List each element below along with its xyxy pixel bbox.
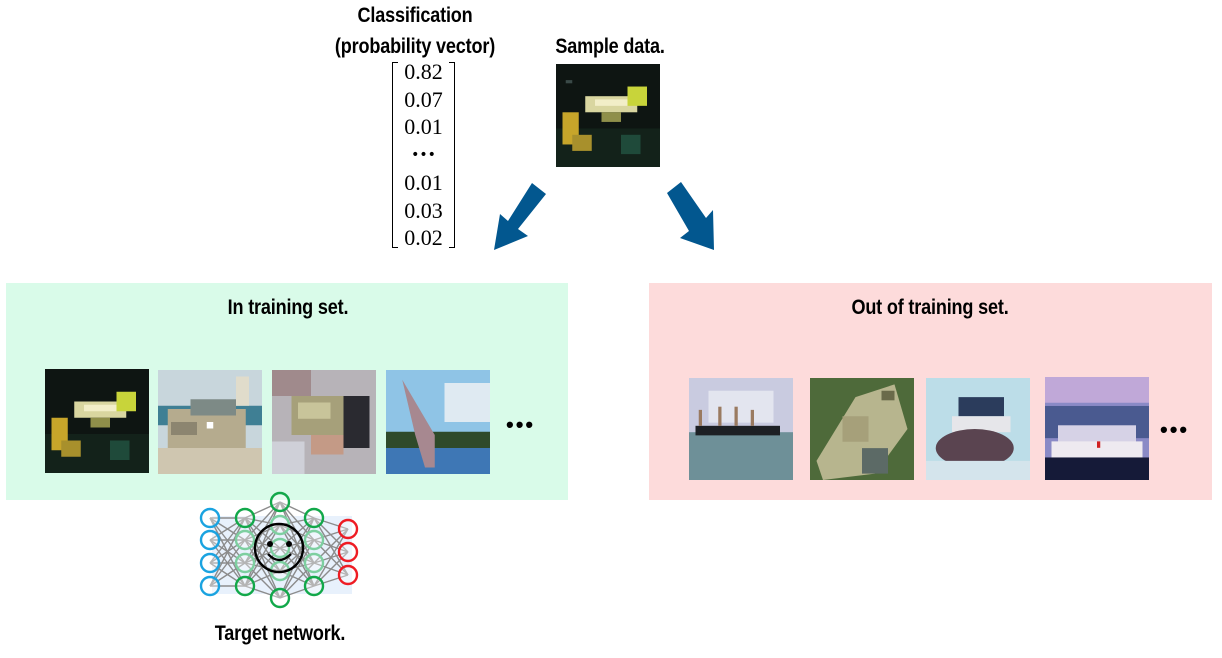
in-training-ellipsis: ••• bbox=[506, 412, 536, 437]
network-connection bbox=[244, 501, 281, 564]
network-connection bbox=[279, 501, 315, 519]
network-connection bbox=[244, 501, 281, 587]
smiley-face-icon bbox=[253, 522, 305, 574]
hidden-node bbox=[303, 552, 325, 574]
vector-value: 0.03 bbox=[404, 198, 443, 223]
vector-value: 0.01 bbox=[404, 170, 443, 195]
input-node bbox=[199, 507, 221, 529]
network-connection bbox=[279, 539, 315, 572]
out-training-ellipsis: ••• bbox=[1160, 417, 1190, 442]
network-connection bbox=[244, 524, 281, 587]
network-connection bbox=[244, 539, 281, 599]
target-network-label: Target network. bbox=[214, 622, 346, 645]
hidden-node bbox=[269, 537, 291, 559]
hidden-node bbox=[234, 552, 256, 574]
network-connection bbox=[279, 562, 315, 572]
hidden-node bbox=[269, 587, 291, 609]
network-connection bbox=[244, 570, 281, 587]
sample-data-label: Sample data. bbox=[555, 35, 665, 58]
network-connection bbox=[209, 562, 246, 587]
network-connection bbox=[313, 528, 349, 587]
arrow-to-out-training bbox=[667, 182, 714, 250]
vector-value: 0.01 bbox=[404, 114, 443, 139]
network-connection bbox=[244, 585, 281, 599]
hidden-node bbox=[303, 575, 325, 597]
hidden-node bbox=[234, 575, 256, 597]
out-image-ship-3 bbox=[1045, 377, 1149, 480]
vector-value: 0.82 bbox=[404, 59, 443, 84]
out-image-frog bbox=[810, 378, 914, 480]
left-bracket bbox=[392, 62, 398, 248]
right-bracket bbox=[449, 62, 455, 248]
network-connection bbox=[279, 517, 315, 599]
network-connection bbox=[279, 517, 315, 572]
network-connection bbox=[313, 528, 349, 541]
out-image-ship bbox=[689, 378, 793, 480]
probability-vector: 0.82 0.07 0.01 ••• 0.01 0.03 0.02 bbox=[392, 59, 455, 250]
training-image-car bbox=[158, 370, 262, 474]
arrow-to-in-training bbox=[494, 183, 546, 250]
network-connection bbox=[313, 517, 349, 530]
output-node bbox=[337, 541, 359, 563]
classification-title: Classification bbox=[357, 4, 473, 27]
in-training-set-title: In training set. bbox=[227, 296, 349, 319]
hidden-node bbox=[303, 529, 325, 551]
out-of-training-set-title: Out of training set. bbox=[851, 296, 1009, 319]
vector-ellipsis: ••• bbox=[411, 147, 436, 163]
output-node bbox=[337, 564, 359, 586]
hidden-node bbox=[269, 491, 291, 513]
network-connection bbox=[209, 517, 246, 587]
network-connection bbox=[279, 585, 315, 599]
training-image-frog bbox=[45, 369, 149, 473]
network-connection bbox=[244, 517, 281, 599]
training-image-sailboat bbox=[386, 370, 490, 474]
input-node bbox=[199, 529, 221, 551]
network-connection bbox=[209, 517, 246, 541]
sample-frog-image bbox=[556, 64, 660, 167]
network-connection bbox=[279, 570, 315, 587]
hidden-node bbox=[234, 529, 256, 551]
hidden-node bbox=[234, 507, 256, 529]
vector-value: 0.02 bbox=[404, 225, 443, 250]
output-node bbox=[337, 518, 359, 540]
vector-value: 0.07 bbox=[404, 87, 443, 112]
input-node bbox=[199, 575, 221, 597]
classification-subtitle: (probability vector) bbox=[334, 35, 496, 58]
hidden-node bbox=[303, 507, 325, 529]
network-connections bbox=[209, 501, 349, 599]
network-connection bbox=[313, 574, 349, 587]
training-image-frog-2 bbox=[272, 370, 376, 474]
network-connection bbox=[279, 539, 315, 599]
input-node bbox=[199, 552, 221, 574]
network-connection bbox=[244, 501, 281, 519]
out-image-ship-2 bbox=[926, 378, 1030, 480]
